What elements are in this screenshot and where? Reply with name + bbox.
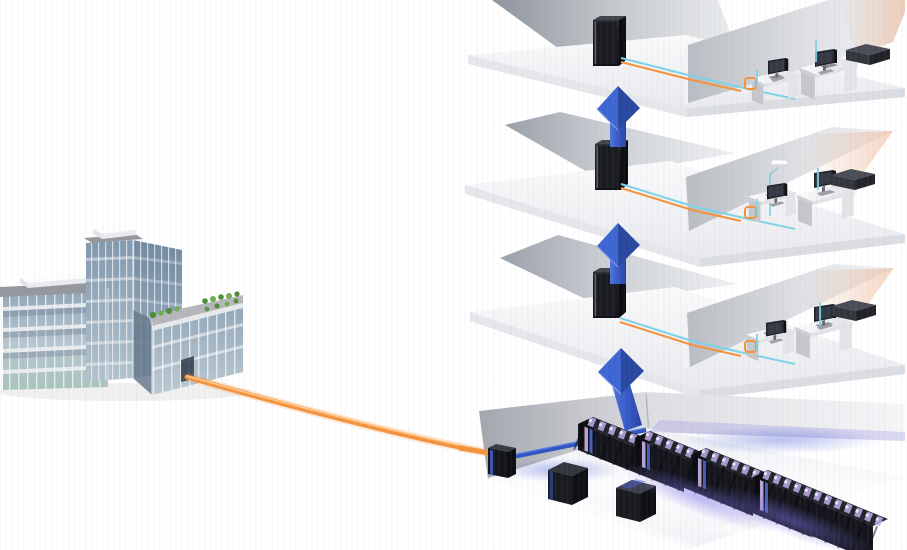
office-floor-2 [465,112,905,267]
backbone-riser-2 [596,223,640,284]
rack-row2-strip-blue [647,443,650,471]
access-point-arm [771,166,780,175]
floor1-lan-cable-cyan [620,57,796,100]
entry-cabinet-side [508,448,516,478]
riser3-head-left [598,348,621,394]
riser1-head-left [597,86,618,130]
left-wing-mullions [3,288,108,390]
floor2-slab-edge-left [465,185,700,267]
dc-glow-racks-2 [705,484,875,550]
left-wing-roof-unit-side [20,278,28,288]
inner-corner-facade [133,310,152,395]
floor3-lan-cable-orange [619,321,742,357]
entry-cabinet-led [490,450,493,475]
tower-roof-unit-front [102,230,136,239]
floor3-slab-edge-right [700,365,905,399]
dc-glow-backwall [680,426,880,454]
fiber-uplink-cable [184,374,492,456]
right-wing-bands [152,323,243,371]
dc-wall-corner [645,393,650,433]
rack-row1-seams [573,424,689,492]
dc-floor-gloss-1 [540,500,700,548]
access-point-shade [772,164,787,166]
rack-row3-strip-lavender [698,458,702,488]
rack-row3-strip-blue [703,460,706,490]
floor1-orange-loop [744,77,757,90]
floor2-lan-cable-cyan [620,183,796,230]
dc-riser-shaft [612,381,642,431]
dc-side-cabinet-1 [548,462,588,505]
side-cabinet2-front [616,488,640,522]
floor3-slab [470,287,905,390]
backbone-riser-1 [596,86,640,147]
tower-roof-unit-side [93,229,102,239]
roof-garden-deck [148,295,243,326]
floor1-partition-tint [838,0,905,55]
floor1-slab-edge-right [687,88,905,117]
left-wing-roof-unit [20,273,86,283]
wan-fiber-link [184,372,492,458]
tower-mullions [86,240,133,382]
floor2-lan-cable-orange [620,187,742,222]
floor3-slab-edge-left [470,312,700,399]
rack-row1-strip-lavender [584,426,588,452]
floor3-partition-edge [684,313,687,369]
dc-entry-cabinet [488,444,516,478]
entry-cabinet-top [488,444,516,452]
tower-floor-bands [86,256,133,366]
tower-roof-band [84,234,143,243]
floor2-distributor-cabinet [595,140,628,190]
dc-right-wall [645,392,905,441]
riser2-head-right [618,223,640,267]
riser3-head-highlight [597,371,622,395]
side-cabinet1-front [548,470,572,505]
data-center [457,381,905,550]
roof-garden-parapet [152,303,243,331]
riser1-head-highlight [596,108,619,131]
floor2-orange-loop [744,206,757,219]
backbone-riser-3 [597,348,644,395]
floor3-orange-loop [744,340,757,353]
rack-row1-strip-blue [589,428,593,454]
riser1-head-right [618,86,640,130]
roof-garden-bushes [149,291,240,319]
office-building [0,226,250,401]
side-cabinet1-side [572,468,588,505]
office-floor-1 [468,0,905,117]
riser3-head-right [621,348,644,394]
side-cabinet2-side [640,486,656,522]
fiber-uplink-highlight [186,375,490,452]
floor3-lan-cable-cyan [619,317,796,365]
floor1-lan-cable-orange [620,61,742,92]
tower-roof-unit [93,226,136,234]
left-wing-roof-unit-front [28,278,86,288]
riser2-shaft [610,258,626,284]
floor2-slab-edge-right [700,234,905,267]
left-wing-floor-bands [3,302,108,374]
side-cabinet1-led [550,471,553,500]
floor2-partition-edge [683,177,686,233]
rack-row2-strip-lavender [642,441,646,469]
dc-fiber-tail [457,445,492,456]
riser2-head-left [597,223,618,267]
riser2-head-highlight [596,245,619,268]
